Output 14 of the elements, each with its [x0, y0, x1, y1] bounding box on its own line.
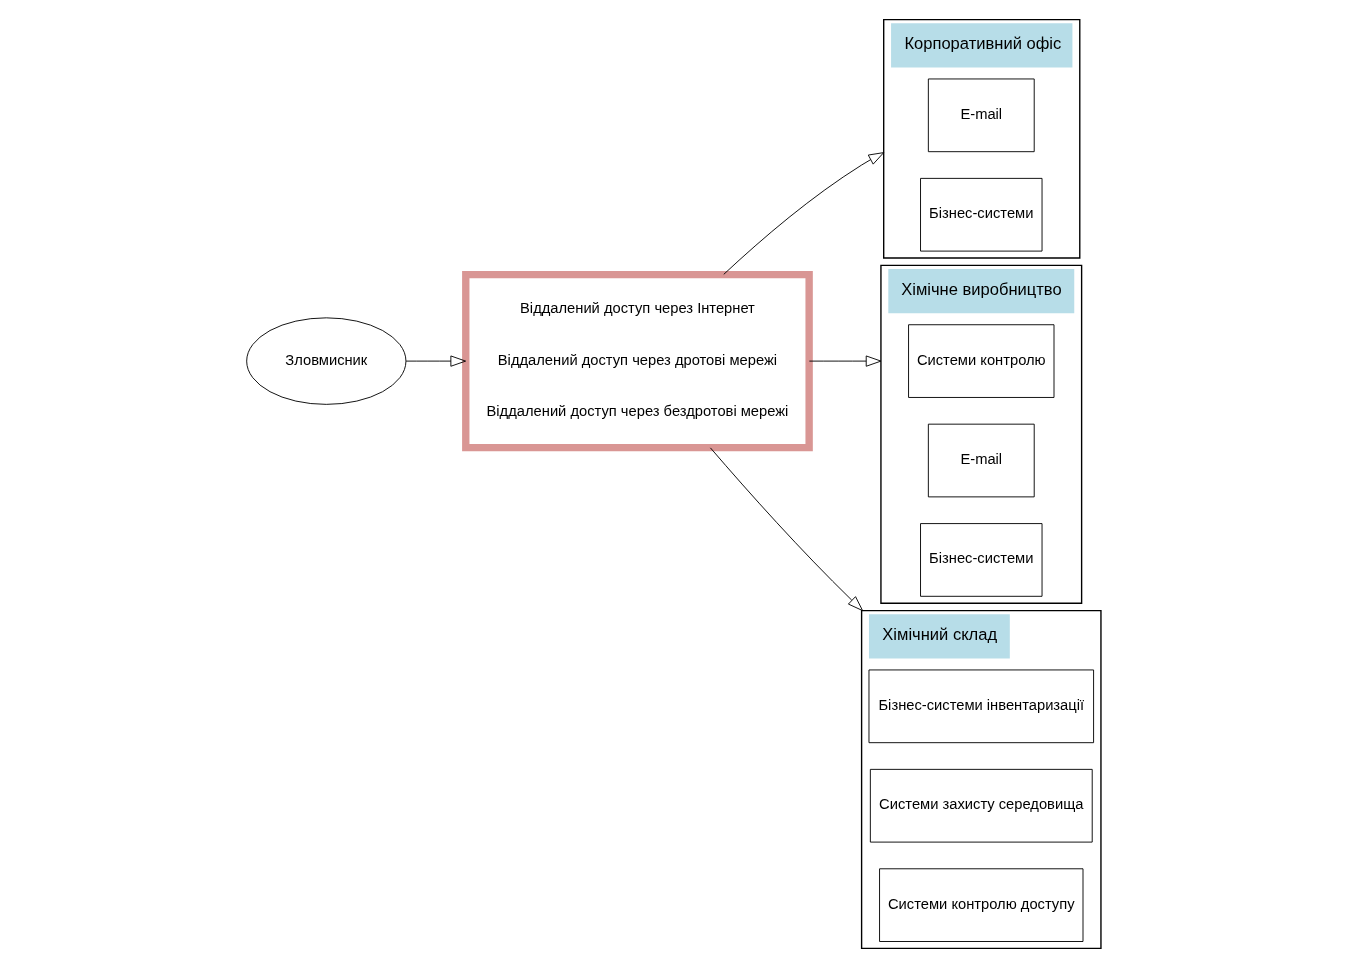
- node-box: Бізнес-системи: [920, 523, 1043, 597]
- node-box: Системи контролю доступу: [879, 868, 1084, 942]
- node-box: E-mail: [927, 423, 1035, 498]
- arrow: [709, 447, 864, 612]
- node-box: Бізнес-системи: [920, 177, 1043, 252]
- node-box: Бізнес-системи інвентаризації: [868, 669, 1095, 744]
- node-box: Віддалений доступ через Інтернет Віддалений доступ через дротові мережі Віддалений доступ через бездротові мережі: [462, 270, 813, 452]
- arrow: [405, 355, 467, 367]
- node-ellipse: Зловмисник: [246, 317, 407, 405]
- node-box: Системи захисту середовища: [869, 768, 1093, 843]
- arrow: [723, 152, 885, 275]
- node-box: E-mail: [927, 78, 1035, 153]
- node-box: Системи контролю: [908, 324, 1055, 398]
- arrow: [808, 355, 882, 367]
